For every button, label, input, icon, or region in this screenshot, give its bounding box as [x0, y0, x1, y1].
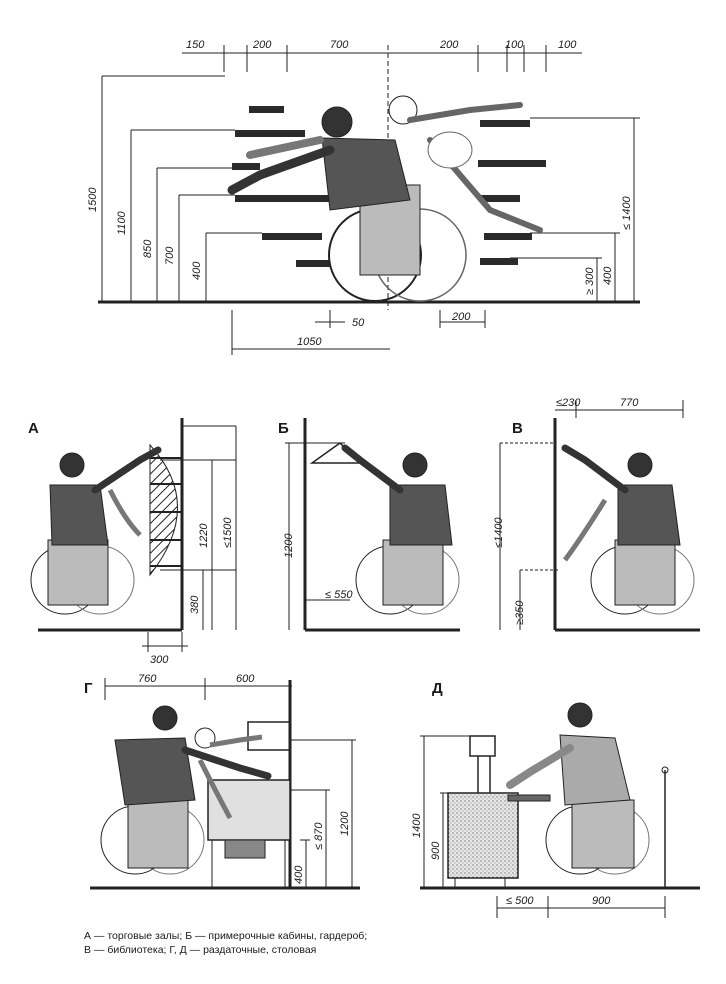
top-diagram: 150 200 700 200 100 100 1500 1100 850 70… — [87, 39, 640, 355]
panel-a-dim-1220: 1220 — [198, 523, 210, 548]
panel-a-letter: А — [28, 420, 39, 437]
dim-bottom-50: 50 — [352, 317, 365, 329]
panel-v-dim-230: ≤230 — [556, 397, 581, 409]
panel-a: А 1220 ≤1500 — [28, 418, 237, 666]
shelves — [232, 106, 546, 267]
panel-g-dim-760: 760 — [138, 673, 157, 685]
panel-v-dim-350: ≥350 — [514, 600, 526, 625]
panel-d-dim-500: ≤ 500 — [506, 895, 534, 907]
panel-d: Д 1400 900 ≤ 500 900 — [411, 680, 700, 918]
dim-left-850: 850 — [142, 239, 154, 258]
panel-a-figure — [30, 446, 162, 615]
dim-top-150: 150 — [186, 39, 205, 51]
panel-v-figure — [561, 444, 695, 615]
dim-top-700: 700 — [330, 39, 349, 51]
dim-top-100b: 100 — [558, 39, 577, 51]
panel-a-dim-1500: ≤1500 — [222, 517, 234, 548]
panel-d-dim-900b: 900 — [592, 895, 611, 907]
dim-right-400: 400 — [602, 266, 614, 285]
dim-top-100: 100 — [505, 39, 524, 51]
panel-v-letter: В — [512, 420, 523, 437]
dim-left-1500: 1500 — [87, 187, 99, 212]
panel-g-dim-1200: 1200 — [339, 811, 351, 836]
dim-bottom-1050: 1050 — [297, 336, 322, 348]
dim-right-300: ≥ 300 — [584, 267, 596, 295]
panel-g-dim-870: ≤ 870 — [313, 822, 325, 850]
panel-b-figure — [341, 444, 460, 615]
panel-a-dim-300: 300 — [150, 654, 169, 666]
panel-v-dim-770: 770 — [620, 397, 639, 409]
dim-top-200: 200 — [252, 39, 272, 51]
panel-b-letter: Б — [278, 420, 289, 437]
panel-d-letter: Д — [432, 680, 443, 697]
panel-d-dim-900: 900 — [430, 841, 442, 860]
panel-a-dim-380: 380 — [189, 595, 201, 614]
panel-g-dim-400: 400 — [293, 865, 305, 884]
panel-g: Г 760 600 1200 ≤ 8 — [84, 673, 360, 890]
panel-v-dim-1400: ≤1400 — [493, 517, 505, 548]
panel-d-figure — [506, 702, 650, 875]
panel-g-dim-600: 600 — [236, 673, 255, 685]
caption-line-1: А — торговые залы; Б — примерочные кабин… — [84, 930, 368, 942]
dim-top-200b: 200 — [439, 39, 459, 51]
wheelchair-user-figure — [227, 95, 543, 302]
figure-caption: А — торговые залы; Б — примерочные кабин… — [84, 929, 684, 957]
caption-line-2: В — библиотека; Г, Д — раздаточные, стол… — [84, 944, 317, 956]
dim-left-1100: 1100 — [116, 210, 128, 235]
panel-b: Б 1200 ≤ 550 — [278, 418, 460, 632]
panel-b-dim-550: ≤ 550 — [325, 589, 353, 601]
dim-left-400: 400 — [191, 261, 203, 280]
panel-b-dim-1200: 1200 — [283, 533, 295, 558]
panel-d-dim-1400: 1400 — [411, 813, 423, 838]
panel-v: В ≤230 770 ≤1400 ≥350 — [493, 397, 700, 632]
panel-g-figure — [100, 705, 272, 875]
dim-right-1400: ≤ 1400 — [621, 196, 633, 230]
dim-left-700: 700 — [164, 246, 176, 265]
panel-g-letter: Г — [84, 680, 93, 697]
dim-bottom-200: 200 — [451, 311, 471, 323]
